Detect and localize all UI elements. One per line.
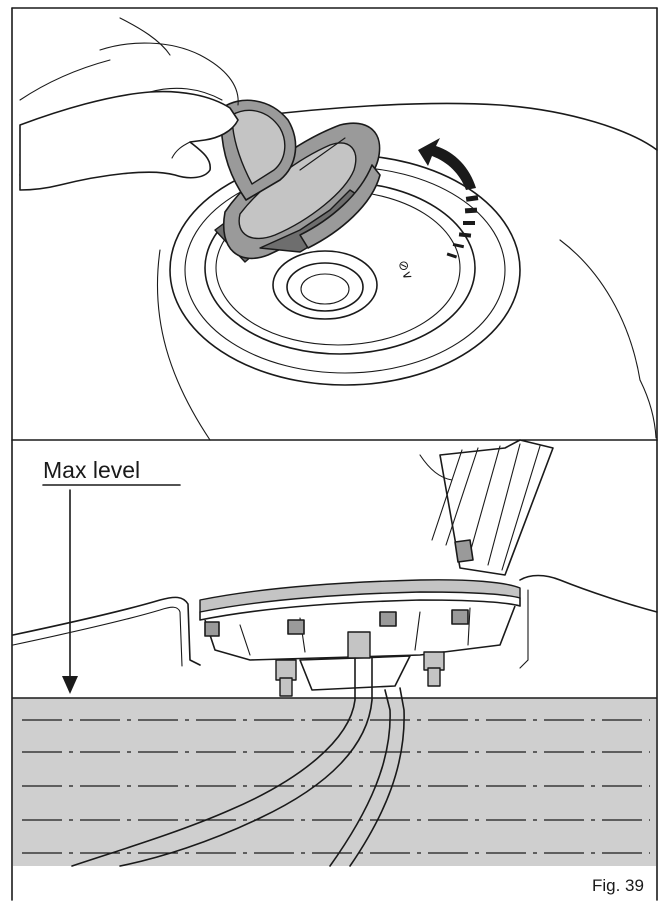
tank-side-curve (156, 249, 211, 441)
down-arrow-icon (62, 489, 78, 694)
fuel-sender-unit (199, 579, 521, 697)
fuel-pipes (71, 657, 405, 867)
counterclockwise-arrow-icon (418, 138, 479, 259)
neck-symbol: ⊘∨ (395, 258, 416, 282)
filler-cap (214, 99, 381, 263)
filler-neck-opening (272, 250, 378, 320)
top-panel-cap-removal: ⊘∨ (19, 17, 658, 441)
bottom-panel-fuel-level: Max level Fig. 39 (12, 439, 658, 895)
lifted-cover (419, 439, 554, 576)
fuel-liquid (13, 698, 656, 866)
figure-frame (11, 7, 658, 901)
figure-number: Fig. 39 (592, 876, 644, 895)
hand (19, 17, 239, 191)
max-level-label: Max level (43, 457, 140, 483)
tank-top-wall (12, 596, 201, 666)
tank-right-curve (639, 379, 657, 439)
